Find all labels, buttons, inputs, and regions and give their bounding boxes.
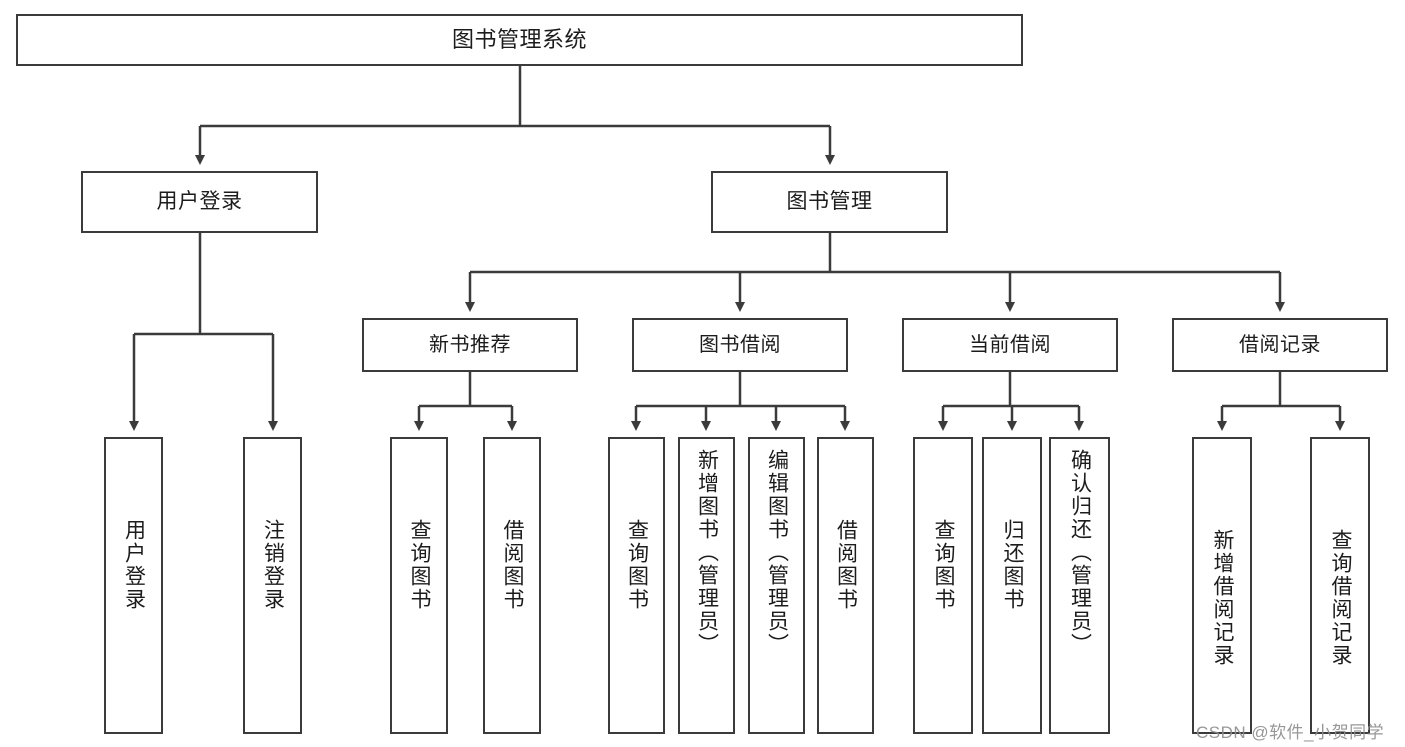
leaf-query-book-new[interactable]: 查询图书 [390, 437, 448, 734]
node-label: 借阅记录 [1239, 333, 1321, 356]
node-label: 查询图书 [932, 519, 956, 611]
node-label: 用户登录 [156, 190, 243, 214]
node-label: 当前借阅 [969, 333, 1051, 356]
node-label: 新增借阅记录 [1211, 529, 1235, 667]
node-book-management[interactable]: 图书管理 [711, 171, 948, 233]
leaf-borrow-book-new[interactable]: 借阅图书 [483, 437, 541, 734]
node-label: 新增图书（管理员） [695, 449, 719, 656]
csdn-watermark: CSDN @软件_小贺同学 [1196, 723, 1385, 742]
node-book-borrow[interactable]: 图书借阅 [632, 318, 848, 372]
node-label: 编辑图书（管理员） [765, 449, 789, 656]
node-borrow-records[interactable]: 借阅记录 [1172, 318, 1388, 372]
leaf-add-book-admin[interactable]: 新增图书（管理员） [678, 437, 735, 734]
node-label: 注销登录 [261, 519, 285, 611]
node-label: 确认归还（管理员） [1068, 449, 1092, 656]
node-new-book-recommend[interactable]: 新书推荐 [362, 318, 578, 372]
node-label: 图书管理系统 [451, 26, 587, 52]
node-label: 查询借阅记录 [1329, 529, 1353, 667]
node-label: 图书借阅 [699, 333, 781, 356]
node-user-login[interactable]: 用户登录 [81, 171, 318, 233]
node-label: 借阅图书 [501, 519, 525, 611]
leaf-query-book-borrow[interactable]: 查询图书 [608, 437, 665, 734]
leaf-lend-book[interactable]: 借阅图书 [817, 437, 874, 734]
node-label: 查询图书 [625, 519, 649, 611]
leaf-edit-book-admin[interactable]: 编辑图书（管理员） [748, 437, 805, 734]
leaf-query-book-current[interactable]: 查询图书 [913, 437, 973, 734]
node-label: 查询图书 [408, 519, 432, 611]
node-label: 用户登录 [122, 519, 146, 611]
leaf-user-login[interactable]: 用户登录 [104, 437, 163, 734]
node-label: 图书管理 [786, 190, 873, 214]
leaf-confirm-return-admin[interactable]: 确认归还（管理员） [1049, 437, 1110, 734]
leaf-query-borrow-record[interactable]: 查询借阅记录 [1310, 437, 1370, 734]
leaf-logout[interactable]: 注销登录 [243, 437, 302, 734]
node-label: 归还图书 [1001, 519, 1025, 611]
node-current-borrow[interactable]: 当前借阅 [902, 318, 1118, 372]
node-label: 新书推荐 [429, 333, 511, 356]
node-label: 借阅图书 [834, 519, 858, 611]
leaf-add-borrow-record[interactable]: 新增借阅记录 [1192, 437, 1252, 734]
leaf-return-book[interactable]: 归还图书 [982, 437, 1042, 734]
node-root-system[interactable]: 图书管理系统 [16, 14, 1023, 66]
